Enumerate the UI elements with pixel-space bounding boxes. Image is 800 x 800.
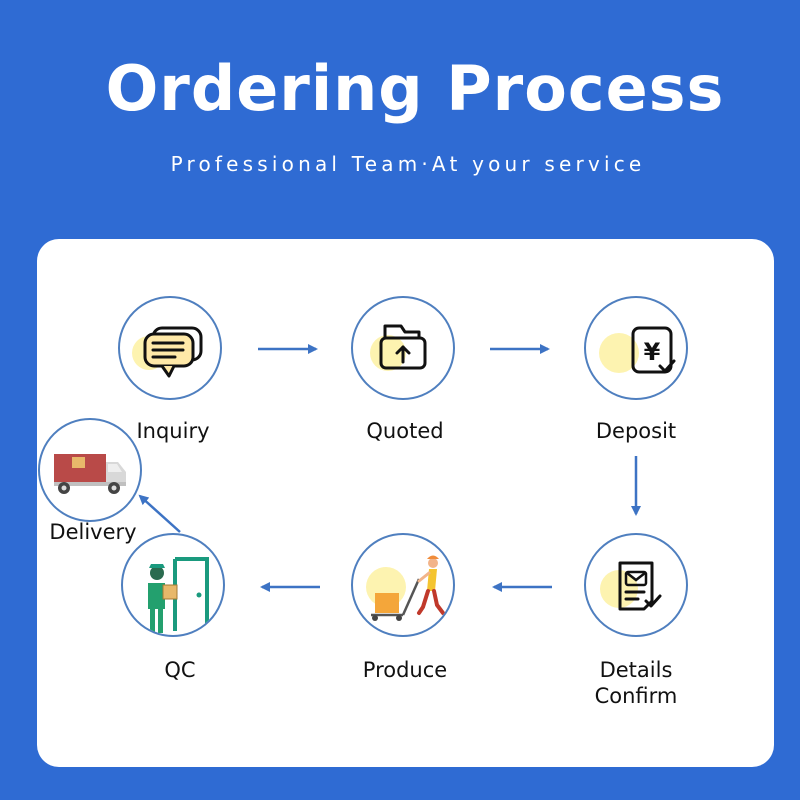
chat-bubble-icon [132,326,203,378]
step-label-quoted: Quoted [366,419,444,443]
step-produce [351,533,455,637]
inspector-door-icon [148,557,209,633]
step-label-details-confirm: Details Confirm [594,658,678,708]
step-delivery [38,418,142,522]
worker-cart-icon [366,555,445,621]
step-label-delivery: Delivery [49,520,137,544]
step-label-produce: Produce [362,658,448,682]
step-label-qc: QC [164,658,196,682]
yen-document-icon: ¥ [599,326,676,374]
page-subtitle: Professional Team·At your service [170,152,646,176]
step-details-confirm [584,533,688,637]
folder-upload-icon [370,324,427,371]
step-label-deposit: Deposit [595,419,677,443]
step-label-inquiry: Inquiry [136,419,210,443]
step-qc [121,533,225,637]
step-quoted [351,296,455,400]
svg-text:¥: ¥ [644,338,661,366]
delivery-truck-icon [54,454,126,494]
step-deposit: ¥ [584,296,688,400]
document-check-icon [600,561,662,611]
page-title: Ordering Process [105,52,725,125]
step-inquiry [118,296,222,400]
